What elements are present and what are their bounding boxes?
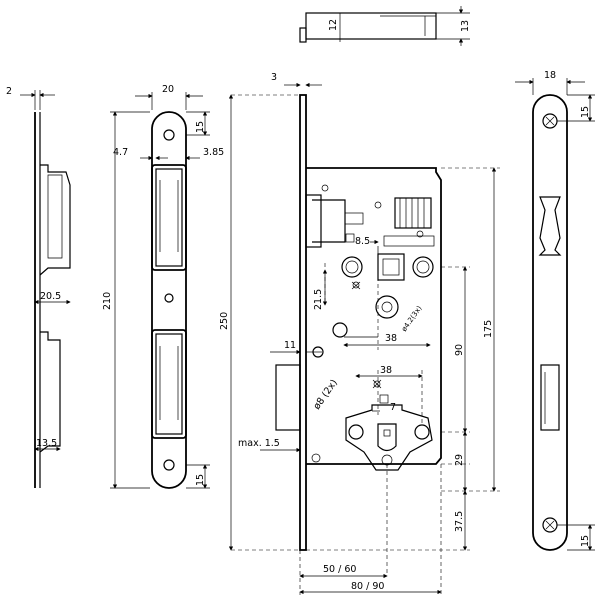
dim-screw-hole: ø8 (2x) (311, 378, 339, 412)
dim-max-1-5: max. 1.5 (238, 438, 280, 449)
dim-250: 250 (219, 312, 230, 330)
dim-15-bottom: 15 (195, 474, 206, 486)
dim-15-fp-top: 15 (580, 106, 591, 118)
dim-2: 2 (6, 86, 12, 97)
dim-15-top: 15 (195, 121, 206, 133)
dim-21-5: 21.5 (313, 289, 324, 310)
dim-38-spindle: 38 (385, 333, 397, 344)
dim-175: 175 (483, 320, 494, 338)
dim-13: 13 (460, 20, 471, 32)
top-view: 12 13 (299, 6, 471, 46)
dim-38-screw: 38 (380, 365, 392, 376)
dim-case-depth: 80 / 90 (351, 581, 384, 592)
lock-dimensions: 3 250 8.5 21.5 ø4.2(3x) 38 11 38 ø8 (2x)… (219, 72, 500, 595)
dim-13-5: 13.5 (36, 438, 57, 449)
dim-3-85: 3.85 (203, 147, 224, 158)
faceplate-front: 18 15 15 (515, 70, 595, 551)
dim-90: 90 (454, 344, 465, 356)
dim-11: 11 (284, 340, 296, 351)
dim-spindle-hole: ø4.2(3x) (400, 304, 424, 333)
dim-18: 18 (544, 70, 556, 81)
lock-body (275, 94, 442, 551)
dim-20-5: 20.5 (40, 291, 61, 302)
dim-backset: 50 / 60 (323, 564, 356, 575)
dim-12: 12 (328, 19, 339, 31)
dim-29: 29 (454, 454, 465, 466)
dim-20: 20 (162, 84, 174, 95)
dim-37-5: 37.5 (454, 511, 465, 532)
dim-3: 3 (271, 72, 277, 83)
dim-8-5: 8.5 (355, 236, 370, 247)
dim-15-fp-bottom: 15 (580, 535, 591, 547)
dim-4-7: 4.7 (113, 147, 128, 158)
strike-side-view: 2 20.5 13.5 (6, 86, 71, 488)
strike-plate-front: 20 15 4.7 3.85 210 15 (102, 84, 224, 489)
dim-7: 7 (390, 402, 396, 413)
dim-210: 210 (102, 292, 113, 310)
